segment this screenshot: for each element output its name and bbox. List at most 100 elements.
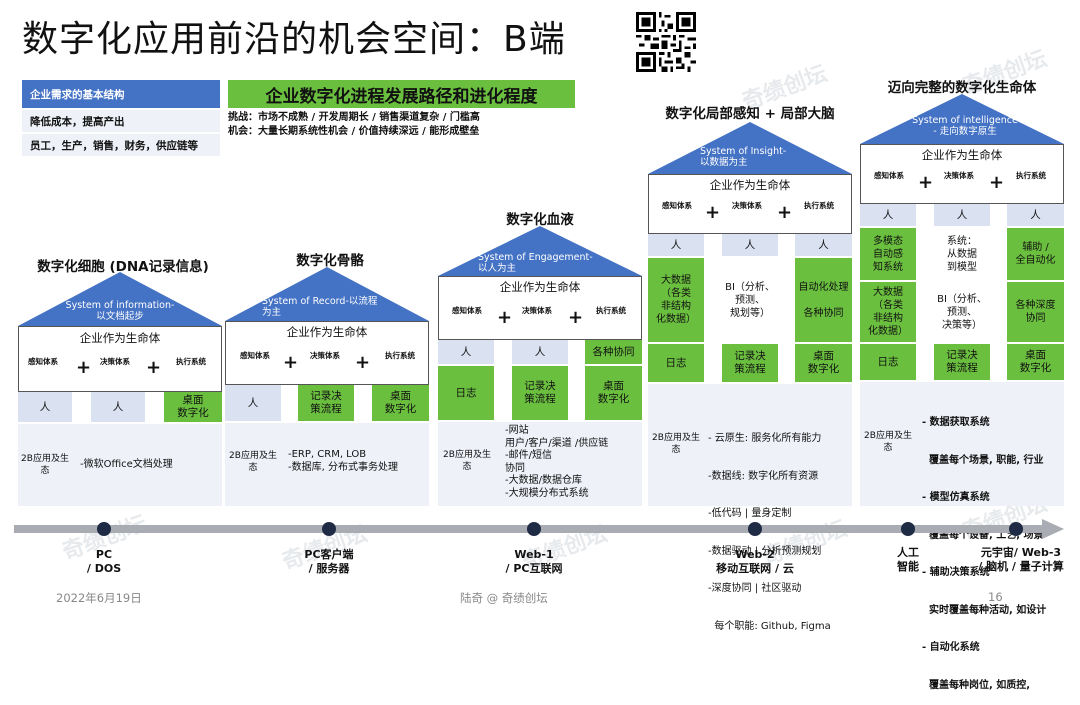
stage-3-eco-label: 2B应用及生态 — [443, 450, 491, 472]
needs-row-functions: 员工，生产，销售，财务，供应链等 — [22, 134, 220, 156]
stage-4-decide: 决策体系 — [732, 201, 762, 210]
plus-icon: + — [283, 352, 299, 373]
stage-2-life-label: 企业作为生命体 — [286, 325, 368, 339]
stage-1-roof — [18, 272, 222, 326]
stage-1-roof-text: System of information-以文档起步 — [65, 300, 175, 322]
stage-5-life-label: 企业作为生命体 — [921, 148, 1003, 162]
stage-5-pillar-mid2-1: 大数据 （各类 非结构 化数据） — [860, 282, 916, 342]
stage-5-pillar-mid-1: 多模态 自动感 知系统 — [860, 228, 916, 280]
stage-5-life-box — [860, 144, 1064, 204]
stage-1-eco-box — [18, 424, 222, 506]
timeline-dot — [1009, 522, 1023, 536]
stage-2-pillar-1: 人 — [225, 385, 281, 421]
stage-1-life-box — [18, 326, 222, 392]
timeline-label-web1: Web-1/ PC互联网 — [505, 548, 563, 575]
stage-3-pillar-top-2: 人 — [512, 340, 568, 364]
stage-3-eco-text: -网站 用户/客户/渠道 /供应链 -邮件/短信 协同 -大数据/数据仓库 -大… — [505, 425, 609, 499]
timeline-dot — [97, 522, 111, 536]
stage-4-pillar-mid-2: BI（分析、 预测、 规划等） — [722, 258, 778, 342]
stage-3-life-box — [438, 276, 642, 340]
stage-5-pillar-mid-3: 辅助 / 全自动化 — [1007, 228, 1064, 280]
stage-2-life-box — [225, 321, 429, 385]
timeline-label-pc: PC/ DOS — [86, 548, 122, 575]
stage-5-eco-label: 2B应用及生态 — [864, 431, 912, 453]
stage-4-pillar-2: 记录决 策流程 — [722, 344, 778, 382]
stage-5-roof — [860, 94, 1064, 144]
stage-5-pillar-top-1: 人 — [860, 204, 916, 226]
stage-1-life-label: 企业作为生命体 — [79, 331, 161, 345]
stage-5-pillar-top-2: 人 — [934, 204, 990, 226]
stage-1-pillar-1: 人 — [18, 392, 72, 422]
footer-author: 陆奇 @ 奇绩创坛 — [460, 591, 548, 605]
stage-5-pillar-3: 桌面 数字化 — [1007, 344, 1064, 380]
timeline-dot — [901, 522, 915, 536]
qr-code-icon — [636, 12, 696, 72]
timeline-dot — [322, 522, 336, 536]
stage-2-eco-box — [225, 423, 429, 506]
stage-3-life-label: 企业作为生命体 — [499, 280, 581, 294]
stage-3-exec: 执行系统 — [596, 306, 626, 315]
plus-icon: + — [989, 172, 1005, 193]
plus-icon: + — [355, 352, 371, 373]
stage-2-roof-text: System of Record-以流程为主 — [262, 296, 378, 318]
stage-2-pillar-3: 桌面 数字化 — [372, 385, 429, 421]
stage-3-pillar-top-3: 各种协同 — [585, 340, 642, 364]
stage-4-title: 数字化局部感知 + 局部大脑 — [665, 106, 835, 122]
stage-4-pillar-top-2: 人 — [722, 234, 778, 256]
needs-header: 企业需求的基本结构 — [22, 80, 220, 108]
stage-5-eco-box — [860, 382, 1064, 506]
stage-1-eco-label: 2B应用及生态 — [21, 454, 69, 476]
stage-3-pillar-3: 桌面 数字化 — [585, 366, 642, 420]
stage-4-life-label: 企业作为生命体 — [709, 178, 791, 192]
stage-1-pillar-3: 桌面 数字化 — [164, 392, 222, 422]
plus-icon: + — [76, 357, 92, 378]
stage-4-sense: 感知体系 — [662, 201, 692, 210]
stage-5-sense: 感知体系 — [874, 171, 904, 180]
stage-3-roof — [438, 226, 642, 276]
stage-5-pillar-mid2-2: BI（分析、 预测、 决策等） — [934, 282, 990, 342]
timeline-label-client-server: PC客户端/ 服务器 — [304, 548, 354, 575]
stage-5-pillar-mid2-3: 各种深度 协同 — [1007, 282, 1064, 342]
timeline-label-ai: 人工智能 — [897, 546, 919, 573]
plus-icon: + — [918, 172, 934, 193]
stage-5-pillar-1: 日志 — [860, 344, 916, 380]
stage-3-title: 数字化血液 — [506, 212, 574, 228]
footer-date: 2022年6月19日 — [56, 591, 142, 605]
stage-2-sense: 感知体系 — [240, 351, 270, 360]
challenge-text: 挑战：市场不成熟 / 开发周期长 / 销售渠道复杂 / 门槛高 — [228, 112, 480, 123]
stage-3-pillar-2: 记录决 策流程 — [512, 366, 568, 420]
timeline-dot — [748, 522, 762, 536]
stage-2-title: 数字化骨骼 — [296, 253, 364, 269]
stage-1-eco-text: -微软Office文档处理 — [80, 459, 173, 470]
stage-2-roof — [225, 267, 429, 321]
stage-1-sense: 感知体系 — [28, 357, 58, 366]
stage-3-roof-text: System of Engagement-以人为主 — [478, 252, 593, 274]
stage-2-pillar-2: 记录决 策流程 — [298, 385, 354, 421]
stage-4-roof-text: System of Insight-以数据为主 — [700, 146, 787, 168]
stage-5-pillar-2: 记录决 策流程 — [934, 344, 990, 380]
stage-4-exec: 执行系统 — [804, 201, 834, 210]
stage-4-pillar-3: 桌面 数字化 — [795, 344, 852, 382]
stage-5-roof-text: System of intelligence- 走向数字原生 — [912, 115, 1018, 137]
stage-2-eco-text: -ERP, CRM, LOB -数据库, 分布式事务处理 — [288, 449, 398, 473]
stage-4-pillar-1: 日志 — [648, 344, 704, 382]
plus-icon: + — [497, 307, 513, 328]
stage-2-decide: 决策体系 — [310, 351, 340, 360]
stage-2-eco-label: 2B应用及生态 — [229, 451, 277, 473]
stage-5-decide: 决策体系 — [944, 171, 974, 180]
stage-5-exec: 执行系统 — [1016, 171, 1046, 180]
timeline-dot — [527, 522, 541, 536]
stage-3-pillar-1: 日志 — [438, 366, 494, 420]
plus-icon: + — [568, 307, 584, 328]
footer-page-number: 16 — [988, 590, 1003, 604]
stage-1-exec: 执行系统 — [176, 357, 206, 366]
stage-1-title: 数字化细胞 (DNA记录信息) — [37, 259, 209, 275]
stage-3-decide: 决策体系 — [522, 306, 552, 315]
plus-icon: + — [777, 202, 793, 223]
stage-1-pillar-2: 人 — [91, 392, 145, 422]
main-banner: 企业数字化进程发展路径和进化程度 — [228, 80, 575, 108]
stage-4-pillar-mid-1: 大数据 （各类 非结构 化数据） — [648, 258, 704, 342]
stage-4-eco-box — [648, 384, 852, 506]
stage-3-pillar-top-1: 人 — [438, 340, 494, 364]
